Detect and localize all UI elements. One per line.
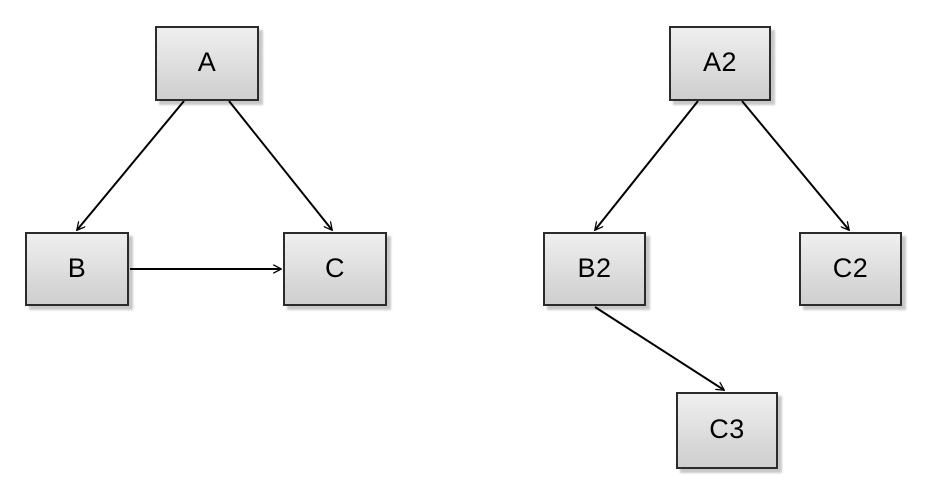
node-c[interactable]: C (283, 232, 387, 306)
node-b2[interactable]: B2 (543, 232, 646, 306)
node-label-a2: A2 (702, 47, 738, 77)
node-label-b2: B2 (577, 252, 612, 283)
node-a[interactable]: A (155, 26, 259, 101)
node-b[interactable]: B (25, 232, 129, 306)
edge-a-to-b (77, 100, 185, 230)
edge-b2-to-c3 (594, 306, 724, 390)
node-label-a: A (197, 47, 217, 77)
node-label-c: C (325, 252, 345, 283)
node-c2[interactable]: C2 (799, 232, 902, 306)
node-label-c3: C3 (709, 414, 745, 444)
edge-a-to-c (228, 100, 332, 230)
node-c3[interactable]: C3 (676, 392, 778, 469)
edge-a2-to-b2 (595, 100, 699, 230)
node-label-c2: C2 (832, 252, 869, 283)
node-label-b: B (67, 252, 87, 283)
edge-a2-to-c2 (741, 100, 849, 230)
node-a2[interactable]: A2 (669, 26, 771, 101)
